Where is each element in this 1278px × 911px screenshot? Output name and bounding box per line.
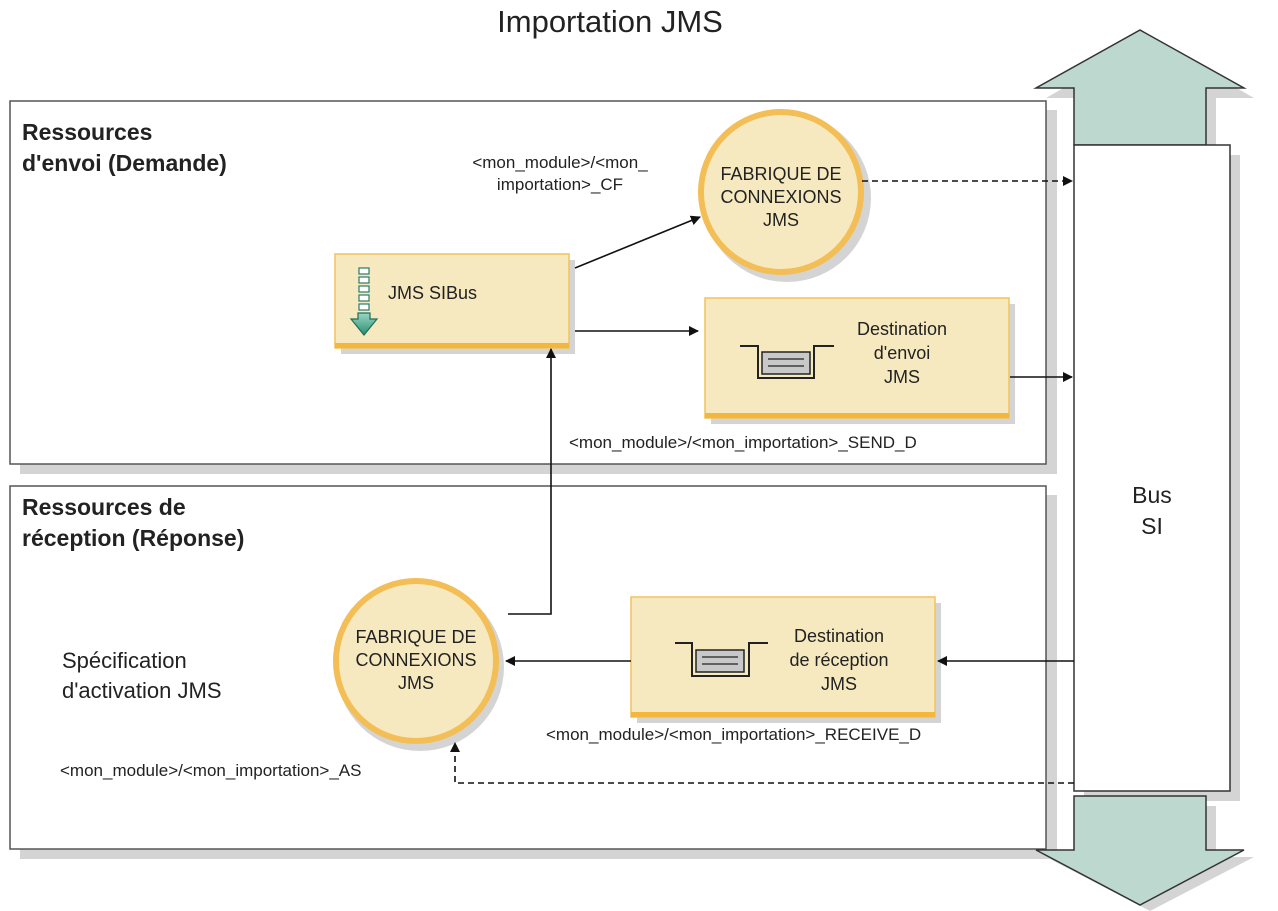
receive-destination-box <box>630 596 941 723</box>
send-dest-line1: Destination <box>856 319 948 339</box>
si-bus-line2: SI <box>1141 513 1163 539</box>
send-panel-title-line1: Ressources <box>22 119 153 145</box>
activation-spec-line1: Spécification <box>62 648 187 673</box>
receive-cf-to-sibus-arrow <box>508 348 556 615</box>
sibus-to-cf-arrow <box>574 215 701 269</box>
recv-dest-line2: de réception <box>789 650 889 670</box>
receive-cf-circle-text: FABRIQUE DE CONNEXIONS JMS <box>338 626 494 695</box>
receive-panel-title: Ressources de réception (Réponse) <box>22 492 244 554</box>
receive-connection-factory-circle <box>333 578 504 751</box>
send-dest-line3: JMS <box>884 367 920 387</box>
send-dest-line2: d'envoi <box>873 343 931 363</box>
activation-spec-name: <mon_module>/<mon_importation>_AS <box>60 761 362 780</box>
send-cf-circle-text: FABRIQUE DE CONNEXIONS JMS <box>703 163 859 232</box>
si-bus-line1: Bus <box>1132 482 1172 508</box>
sibus-label: JMS SIBus <box>388 283 478 303</box>
send-cf-line3: JMS <box>763 210 799 230</box>
send-queue-icon <box>740 345 834 379</box>
sibus-down-arrow-icon <box>349 267 379 336</box>
diagram-title: Importation JMS <box>497 4 723 39</box>
bus-to-activation-spec-dashed-arrow <box>450 742 1074 784</box>
send-cf-name: <mon_module>/<mon_ importation>_CF <box>440 152 680 196</box>
si-bus-arrow <box>1033 29 1254 911</box>
receive-dest-name: <mon_module>/<mon_importation>_RECEIVE_D <box>546 725 922 744</box>
send-connection-factory-circle <box>698 109 871 282</box>
send-cf-name-line2: importation>_CF <box>496 175 624 194</box>
send-cf-name-line1: <mon_module>/<mon_ <box>472 153 648 172</box>
send-cf-line2: CONNEXIONS <box>720 187 842 207</box>
receive-cf-line1: FABRIQUE DE <box>355 627 477 647</box>
receive-panel-title-line2: réception (Réponse) <box>22 525 245 551</box>
send-cf-line1: FABRIQUE DE <box>720 164 842 184</box>
si-bus-label: Bus SI <box>1074 480 1230 542</box>
send-panel-title-line2: d'envoi (Demande) <box>22 150 227 176</box>
send-panel-title: Ressources d'envoi (Demande) <box>22 117 227 179</box>
receive-destination-text: Destination de réception JMS <box>764 624 914 696</box>
receive-cf-line3: JMS <box>398 673 434 693</box>
send-destination-text: Destination d'envoi JMS <box>832 317 972 389</box>
recv-dest-line1: Destination <box>793 626 885 646</box>
receive-panel-title-line1: Ressources de <box>22 494 186 520</box>
receive-queue-icon <box>675 642 768 677</box>
activation-spec-line2: d'activation JMS <box>62 678 222 703</box>
activation-spec-label: Spécification d'activation JMS <box>62 646 222 706</box>
sibus-box <box>334 253 575 354</box>
recv-dest-line3: JMS <box>821 674 857 694</box>
receive-cf-line2: CONNEXIONS <box>355 650 477 670</box>
connectors <box>450 176 1074 784</box>
send-dest-name: <mon_module>/<mon_importation>_SEND_D <box>569 433 917 452</box>
